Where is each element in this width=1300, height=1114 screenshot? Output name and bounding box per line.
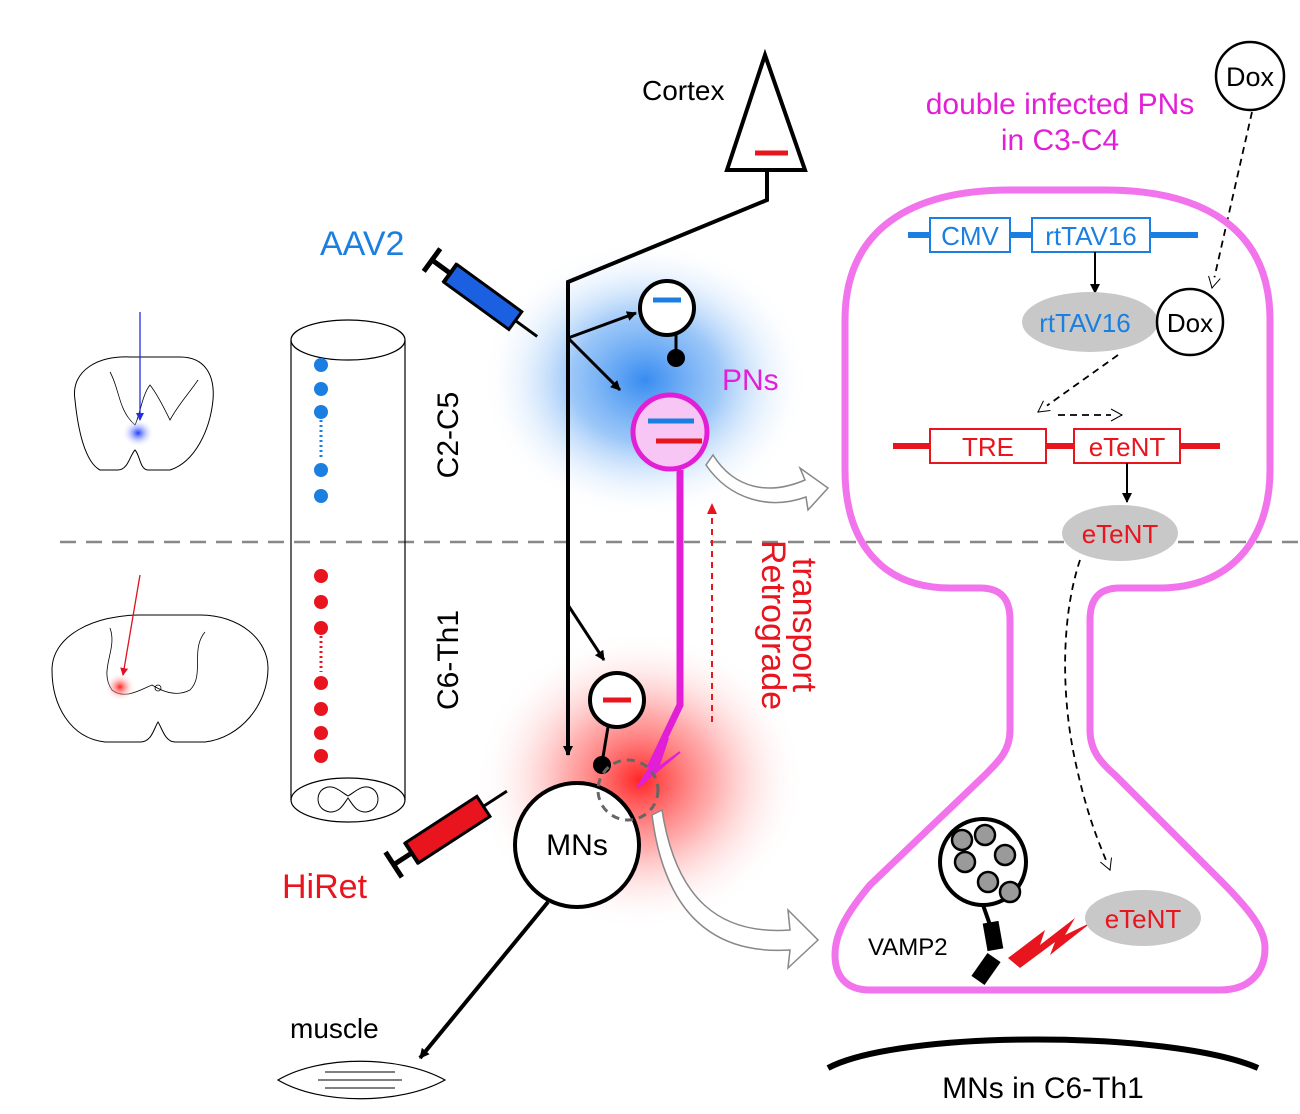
cord-section-lower	[51, 574, 269, 743]
tre-label: TRE	[962, 432, 1014, 462]
etent-protein-label: eTeNT	[1082, 519, 1159, 549]
cmv-box	[929, 217, 1011, 253]
upper-interneuron	[638, 279, 696, 367]
rttav16-box-label: rtTAV16	[1045, 221, 1137, 251]
muscle-label: muscle	[290, 1013, 379, 1044]
segment-upper-label: C2-C5	[432, 392, 465, 479]
cortex-neuron	[724, 48, 808, 172]
muscle-shape	[276, 1060, 447, 1100]
dox-arrow	[1208, 111, 1253, 290]
segment-lower-label: C6-Th1	[432, 610, 465, 710]
cortex-axon	[563, 170, 769, 756]
synapse-highlight-circle	[596, 758, 660, 822]
cleavage-lightning-icon	[1008, 918, 1092, 968]
vamp2-label: VAMP2	[868, 934, 948, 961]
rttav16-protein-label: rtTAV16	[1039, 308, 1131, 338]
hiret-syringe	[383, 789, 508, 879]
tre-box	[929, 428, 1047, 464]
mns-label: MNs	[546, 829, 608, 862]
blue-infection-glow	[480, 240, 810, 520]
etent-terminal-protein	[1085, 890, 1201, 946]
cortex-label: Cortex	[642, 75, 724, 106]
etent-box-label: eTeNT	[1089, 432, 1166, 462]
etent-transport-arrow	[1064, 559, 1112, 871]
dox-bound-label: Dox	[1167, 308, 1213, 338]
spinal-cord-cylinder	[290, 319, 406, 823]
lower-interneuron	[588, 671, 646, 774]
pn-axon-arrowhead	[636, 737, 681, 789]
activation-arrow	[1037, 354, 1119, 413]
etent-terminal-label: eTeNT	[1105, 904, 1182, 934]
mn-membrane-arc	[826, 1036, 1260, 1071]
retrograde-label-1: Retrograde	[754, 540, 792, 710]
mns-region-label: MNs in C6-Th1	[942, 1072, 1144, 1105]
mn-axon	[418, 900, 550, 1060]
dox-top-label: Dox	[1226, 62, 1275, 92]
double-infected-label-2: in C3-C4	[1001, 124, 1119, 157]
dox-molecule-bound	[1155, 287, 1225, 357]
red-dots	[314, 569, 328, 763]
hiret-label: HiRet	[282, 868, 368, 906]
pns-neuron	[630, 392, 710, 472]
pn-axon	[646, 470, 684, 770]
blue-dots	[314, 358, 328, 503]
double-infected-label-1: double infected PNs	[926, 88, 1195, 121]
dox-molecule-top	[1214, 40, 1286, 112]
pns-label: PNs	[722, 364, 779, 397]
aav2-label: AAV2	[320, 225, 404, 263]
mns-neuron	[513, 781, 641, 909]
zoom-arrow-lower	[651, 808, 820, 970]
rttav16-protein	[1022, 292, 1158, 352]
retrograde-label-2: transport	[785, 558, 823, 693]
neuron-outline	[831, 186, 1274, 994]
cmv-label: CMV	[941, 221, 999, 251]
aav2-syringe	[421, 247, 539, 338]
rttav16-box	[1031, 217, 1151, 253]
etent-protein	[1062, 505, 1178, 561]
zoom-arrow-upper	[705, 453, 830, 512]
cord-section-upper	[74, 312, 214, 471]
synaptic-vesicle-cluster	[938, 817, 1028, 986]
